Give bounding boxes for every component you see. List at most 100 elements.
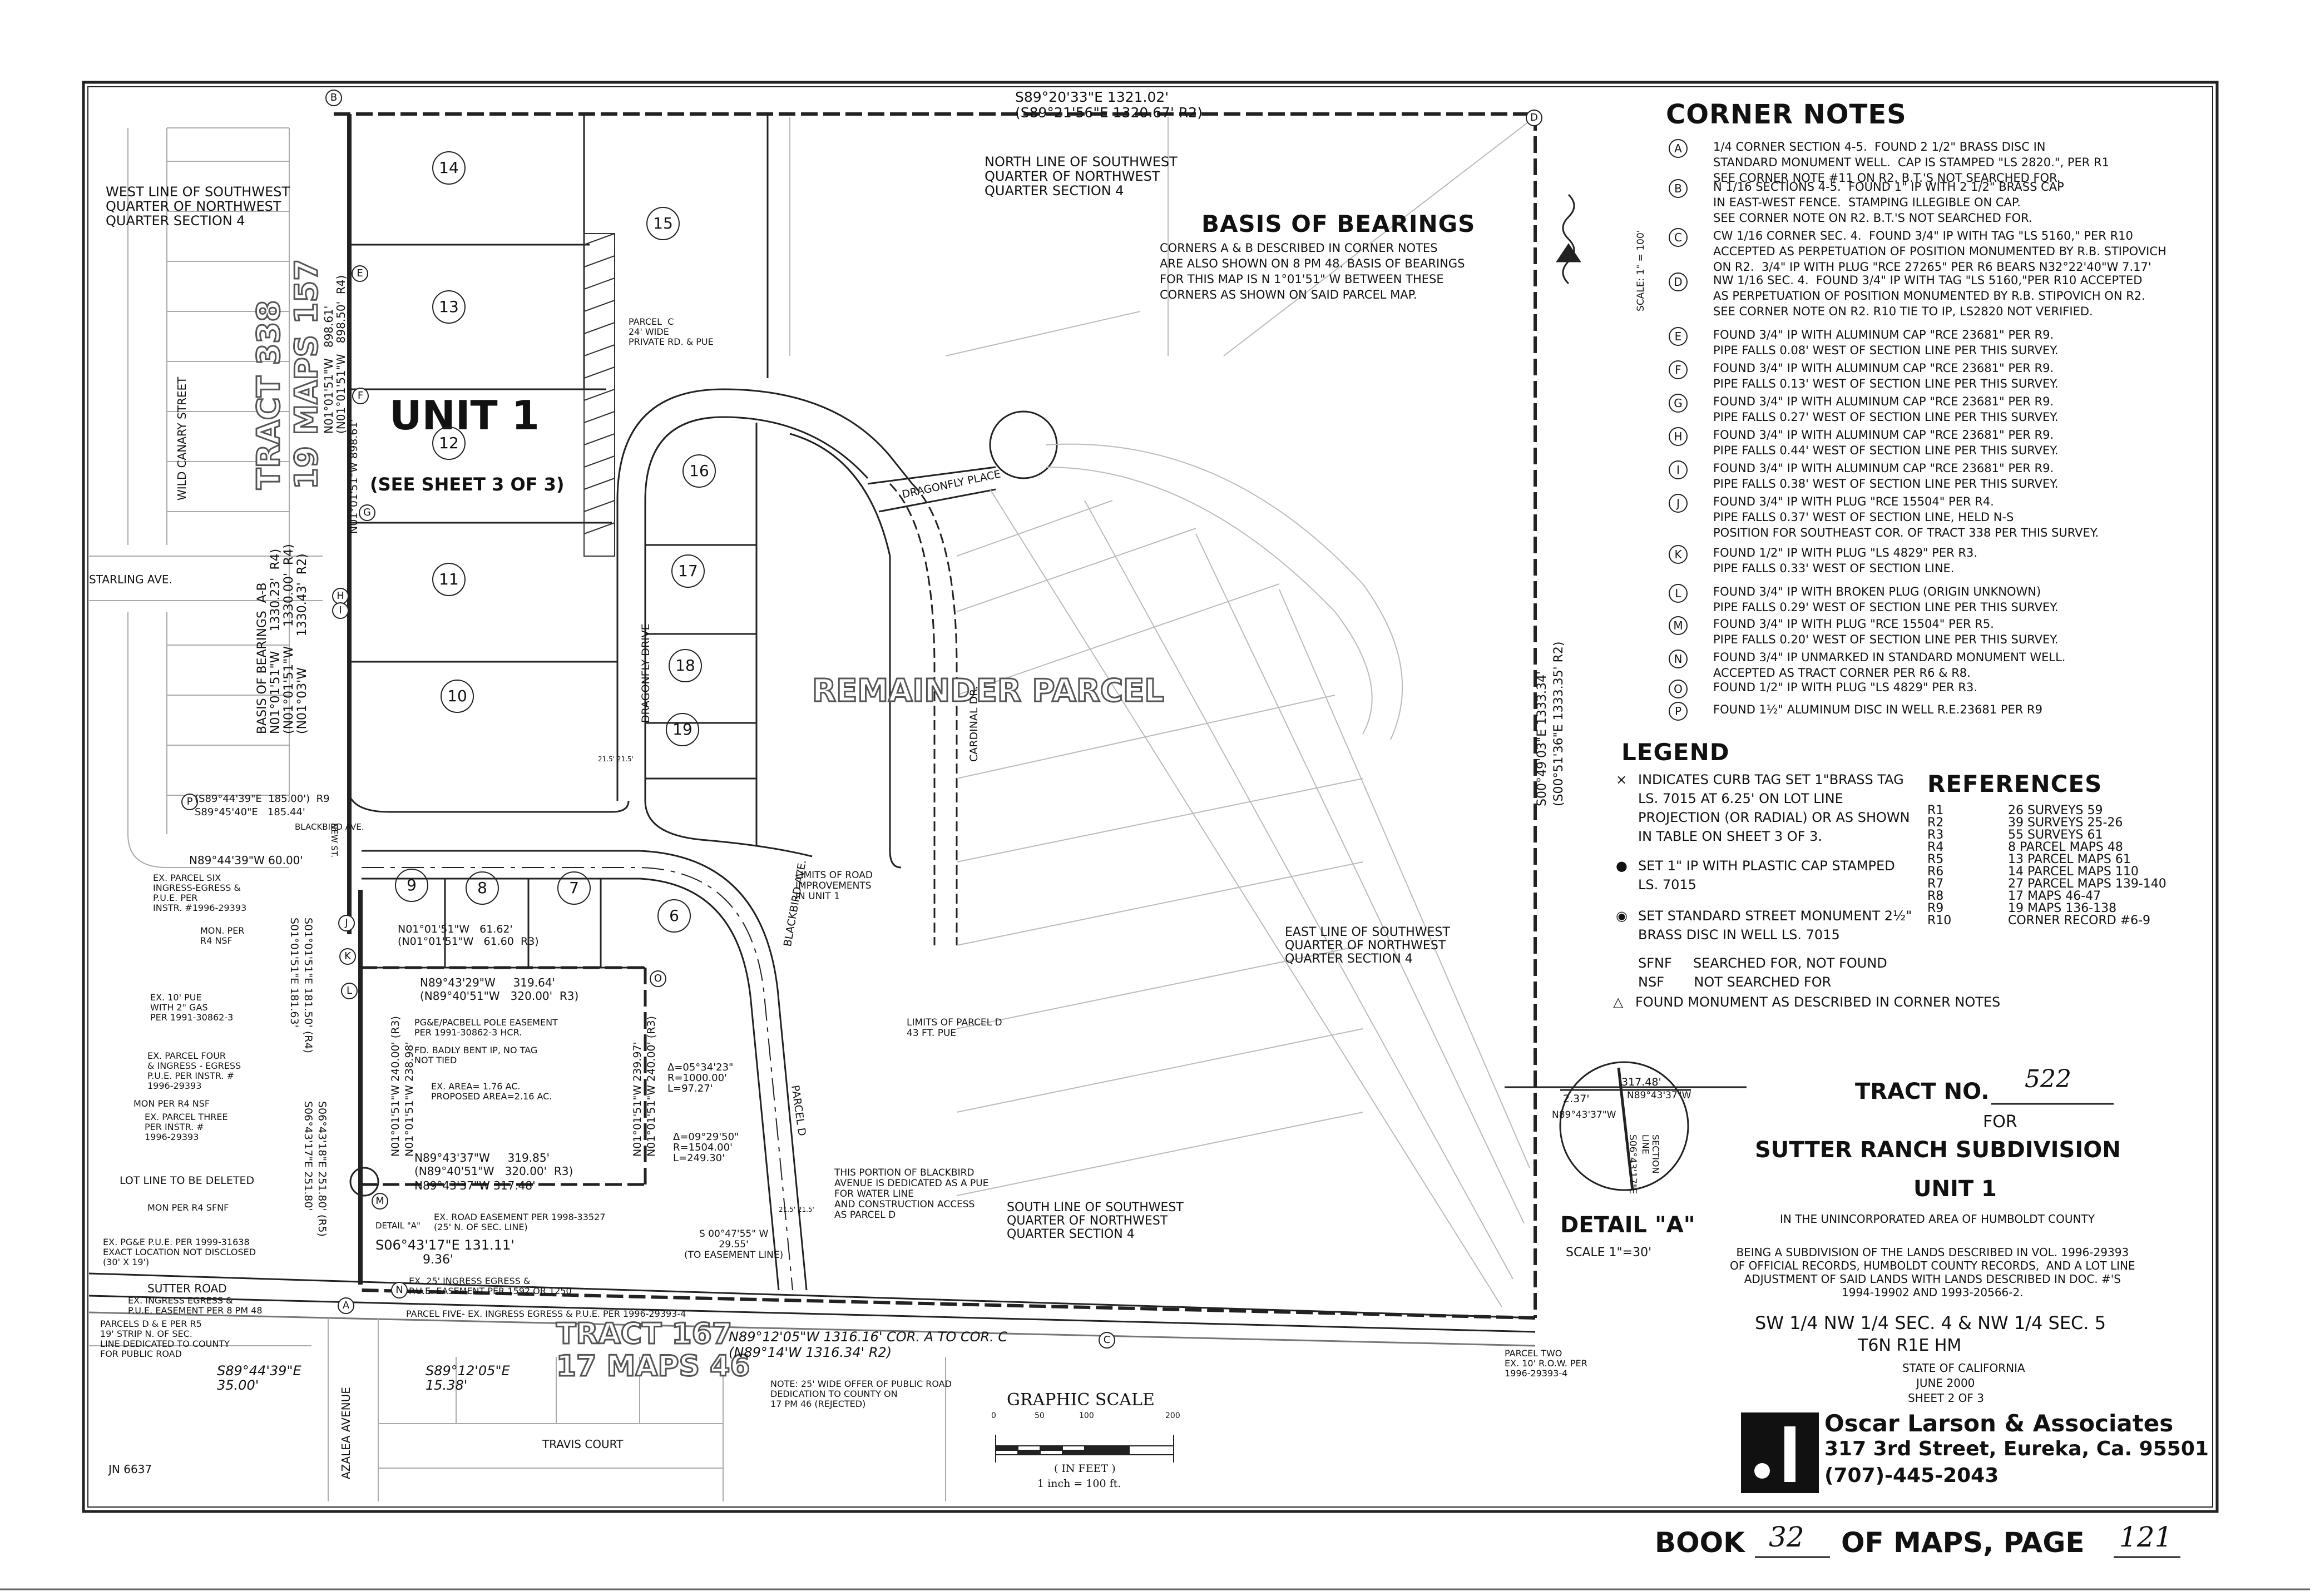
ann-rr-2: 21.5' 21.5'	[779, 1206, 814, 1213]
legend-symbol-curb: ×	[1616, 772, 1628, 787]
ann-e-brg-23897: N01°01'51"W 239.97'	[631, 1042, 644, 1157]
corner-marker: M	[372, 1193, 388, 1210]
detail-a-dist1: 317.48'	[1621, 1076, 1661, 1088]
corner-note-text: FOUND 3/4" IP WITH PLUG "RCE 15504" PER …	[1713, 495, 2099, 539]
parcel-c-hatch	[583, 233, 615, 557]
ann-ingress-25: EX. 25' INGRESS EGRESS & P.U.E. EASEMENT…	[409, 1276, 572, 1296]
reference-code: R10	[1927, 914, 1952, 928]
corner-note-text: FOUND 3/4" IP WITH ALUMINUM CAP "RCE 236…	[1713, 462, 2059, 490]
ann-limits-parcel-d: LIMITS OF PARCEL D 43 FT. PUE	[907, 1017, 1002, 1039]
corner-note-letter: B	[1669, 179, 1688, 198]
book-number: 32	[1769, 1521, 1804, 1553]
detail-a-brg2: N89°43'37"W	[1552, 1109, 1616, 1121]
cardinal-dr	[889, 483, 958, 945]
ann-brg-60: N89°44'39"W 60.00'	[189, 854, 303, 867]
book-label: BOOK	[1655, 1526, 1745, 1559]
ann-south-line: SOUTH LINE OF SOUTHWEST QUARTER OF NORTH…	[1007, 1201, 1184, 1241]
ann-upper-w-brg: N01°01'51"W 898.61'	[348, 419, 360, 534]
ann-top-brg1: S89°20'33"E 1321.02'	[1015, 89, 1169, 105]
ann-blackbird-note: THIS PORTION OF BLACKBIRD AVENUE IS DEDI…	[834, 1167, 989, 1221]
subdivision-unit: UNIT 1	[1913, 1176, 1997, 1202]
ann-pge: PG&E/PACBELL POLE EASEMENT PER 1991-3086…	[414, 1017, 558, 1038]
detail-a-dist2: 2.37'	[1563, 1093, 1590, 1105]
ann-pue-10: EX. 10' PUE WITH 2" GAS PER 1991-30862-3	[150, 992, 234, 1023]
reference-value: 13 PARCEL MAPS 61	[2008, 852, 2131, 866]
ann-brg-p: (S89°44'39"E 185.00') R9 S89°45'40"E 185…	[195, 793, 330, 818]
ann-road-easement: EX. ROAD EASEMENT PER 1998-33527 (25' N.…	[434, 1212, 606, 1232]
detail-a-brg1: N89°43'37"W	[1627, 1090, 1691, 1101]
lot-number: 12	[432, 427, 466, 460]
ann-brg-31964: N89°43'29"W 319.64' (N89°40'51"W 320.00'…	[420, 976, 579, 1003]
blackbird-ave	[362, 850, 808, 1291]
corner-marker: F	[352, 388, 369, 404]
corner-marker: G	[359, 504, 375, 521]
ann-bent-ip: FD. BADLY BENT IP, NO TAG NOT TIED	[414, 1045, 538, 1065]
ann-curve2: Δ=09°29'50" R=1504.00' L=249.30'	[673, 1131, 739, 1164]
legend-item-curb-tag: INDICATES CURB TAG SET 1"BRASS TAG LS. 7…	[1638, 772, 1910, 844]
corner-marker: N	[391, 1282, 408, 1298]
legend-item-ip: SET 1" IP WITH PLASTIC CAP STAMPED LS. 7…	[1638, 858, 1895, 893]
reference-code: R5	[1927, 852, 1944, 866]
ann-detail-label: DETAIL "A"	[375, 1221, 421, 1231]
ann-parcel-four: EX. PARCEL FOUR & INGRESS - EGRESS P.U.E…	[147, 1050, 241, 1091]
ann-parcel-two: PARCEL TWO EX. 10' R.O.W. PER 1996-29393…	[1505, 1348, 1587, 1379]
ann-mon-r4-sfnf: MON PER R4 SFNF	[147, 1202, 229, 1213]
ann-east-line: EAST LINE OF SOUTHWEST QUARTER OF NORTHW…	[1285, 925, 1450, 966]
street-wild-canary: WILD CANARY STREET	[175, 376, 189, 500]
east-lots	[645, 544, 756, 780]
ann-brg-31985: N89°43'37"W 319.85' (N89°40'51"W 320.00'…	[414, 1151, 573, 1178]
graphic-scale-ratio: 1 inch = 100 ft.	[1037, 1478, 1121, 1490]
ann-curve1: Δ=05°34'23" R=1000.00' L=97.27'	[667, 1062, 734, 1094]
ann-parcels-de: PARCELS D & E PER R5 19' STRIP N. OF SEC…	[100, 1319, 230, 1359]
corner-marker: P	[181, 794, 198, 810]
ann-south-brg2: (N89°14'W 1316.34' R2)	[729, 1345, 892, 1360]
location-line: SW 1/4 NW 1/4 SEC. 4 & NW 1/4 SEC. 5	[1755, 1312, 2106, 1334]
subdivision-description: BEING A SUBDIVISION OF THE LANDS DESCRIB…	[1730, 1246, 2135, 1299]
ann-east-brg2: (S00°51'36"E 1333.35' R2)	[1552, 641, 1566, 806]
reference-code: R4	[1927, 840, 1944, 854]
state-line: STATE OF CALIFORNIA	[1902, 1361, 2025, 1375]
sheet-inner-border	[87, 86, 2213, 1508]
firm-logo	[1741, 1412, 1819, 1493]
firm-address: 317 3rd Street, Eureka, Ca. 95501	[1824, 1438, 2209, 1460]
corner-note-letter: O	[1669, 680, 1688, 698]
street-azalea: AZALEA AVENUE	[339, 1387, 353, 1479]
legend-item-monument: SET STANDARD STREET MONUMENT 2½" BRASS D…	[1638, 908, 1912, 943]
corner-note-letter: C	[1669, 228, 1688, 247]
ann-sw-brg4: S06°43'18"E 251.80' (R5)	[316, 1101, 328, 1237]
tract-338-streets	[89, 127, 323, 868]
lot-number: 16	[682, 454, 716, 488]
lot-number: 6	[657, 899, 691, 933]
ann-basis-line: BASIS OF BEARINGS A-B N01°01'51"W 1330.2…	[255, 544, 309, 734]
graphic-scale-tick-0: 0	[991, 1411, 996, 1420]
scale-note: SCALE: 1" = 100'	[1635, 230, 1646, 311]
ann-e-brg-24000: N01°01'51"W 240.00' (R3)	[645, 1016, 657, 1157]
ann-brg-1538: S89°12'05"E 15.38'	[426, 1363, 510, 1393]
street-sutter: SUTTER ROAD	[147, 1282, 227, 1295]
legend-symbol-found: △	[1613, 994, 1624, 1010]
corner-note-text: FOUND 3/4" IP WITH ALUMINUM CAP "RCE 236…	[1713, 428, 2059, 457]
tract-no-label: TRACT NO.	[1855, 1079, 1990, 1104]
corner-note-text: FOUND 1/2" IP WITH PLUG "LS 4829" PER R3…	[1713, 681, 1978, 694]
lot-number: 14	[432, 151, 466, 185]
corner-notes-title: CORNER NOTES	[1666, 99, 1907, 130]
corner-note-letter: H	[1669, 427, 1688, 446]
reference-value: 17 MAPS 46-47	[2008, 889, 2101, 903]
corner-note-letter: J	[1669, 494, 1688, 513]
corner-marker: A	[338, 1297, 354, 1314]
ann-mon-r4: MON. PER R4 NSF	[200, 925, 245, 946]
unit-1-subtitle: (SEE SHEET 3 OF 3)	[370, 474, 565, 495]
tract-338-label: TRACT 338 19 MAPS 157	[250, 258, 326, 490]
corner-marker: L	[341, 983, 358, 999]
corner-note-letter: I	[1669, 460, 1688, 479]
ann-east-brg: S00°49'03"E 1333.34'	[1535, 671, 1549, 806]
lot-number: 7	[557, 871, 591, 905]
dragonfly-place	[867, 410, 1058, 513]
reference-value: 39 SURVEYS 25-26	[2008, 816, 2123, 830]
title-for: FOR	[1983, 1112, 2017, 1132]
ann-rr-1: 21.5' 21.5'	[598, 755, 634, 763]
legend-item-found: FOUND MONUMENT AS DESCRIBED IN CORNER NO…	[1635, 994, 2001, 1010]
street-dragonfly-drive: DRAGONFLY DRIVE	[640, 623, 652, 723]
ann-w-brg-24000: N01°01'51"W 240.00' (R3)	[389, 1016, 402, 1157]
job-number: JN 6637	[108, 1463, 152, 1476]
